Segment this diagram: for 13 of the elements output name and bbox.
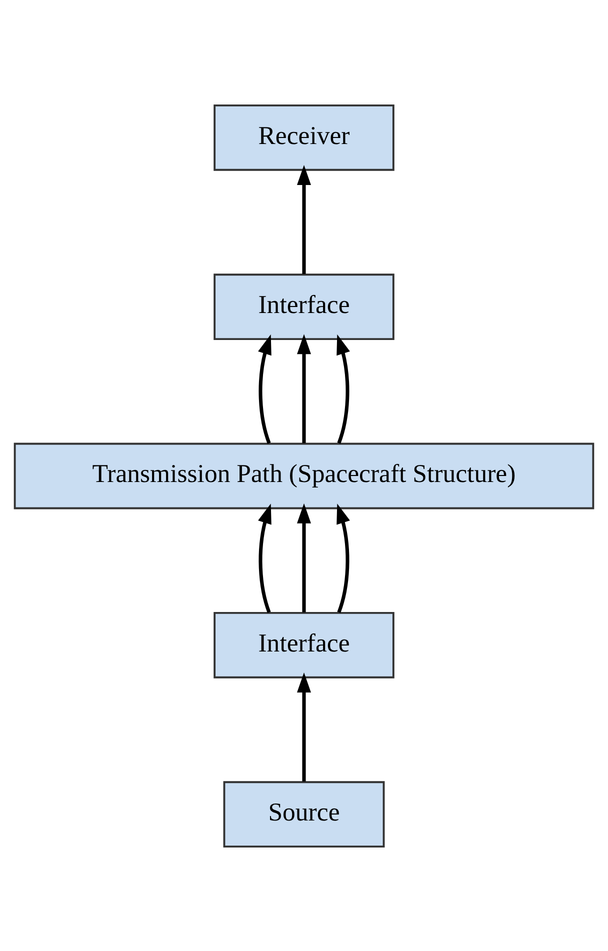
arrow (297, 502, 311, 612)
arrow (258, 503, 272, 612)
node-box: Interface (214, 611, 394, 678)
arrow (297, 672, 311, 782)
arrow (336, 334, 350, 444)
arrow (297, 334, 311, 443)
node-box: Source (223, 780, 385, 848)
arrow (297, 164, 311, 274)
node-box: Transmission Path (Spacecraft Structure) (14, 442, 594, 509)
arrow (336, 503, 350, 612)
arrow (258, 334, 272, 444)
node-box: Interface (214, 273, 394, 340)
node-box: Receiver (214, 104, 394, 170)
